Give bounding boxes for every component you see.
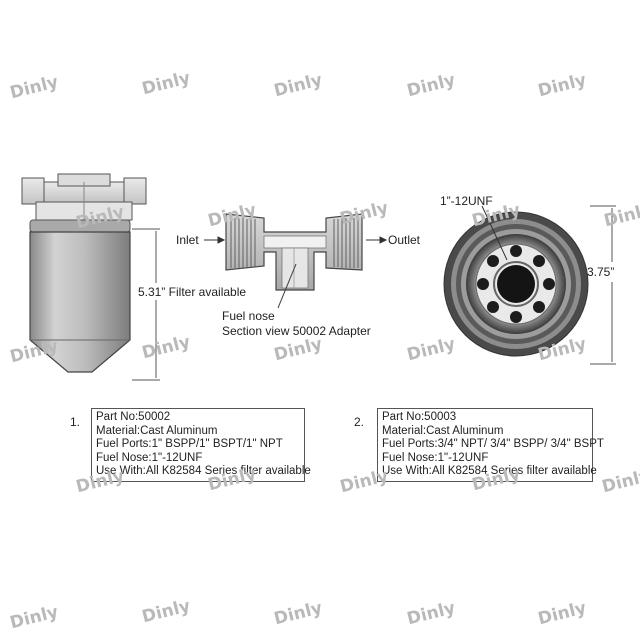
spec-use-with: Use With:All K82584 Series filter availa… xyxy=(382,465,597,478)
outlet-label: Outlet xyxy=(388,233,421,247)
fuel-nose-leader xyxy=(277,263,297,309)
diameter-label: 3.75” xyxy=(587,265,615,279)
spec-part-no: Part No:50003 xyxy=(382,411,457,423)
filter-canister xyxy=(29,219,131,373)
spec-part-no: Part No:50002 xyxy=(96,411,171,423)
spec-material: Material:Cast Aluminum xyxy=(382,424,504,437)
spec-fuel-ports: Fuel Ports:1" BSPP/1" BSPT/1" NPT xyxy=(96,438,283,451)
adapter-section-drawing xyxy=(225,213,363,291)
fuel-nose-label: Fuel nose xyxy=(222,309,275,323)
end-view-diameter-dimension xyxy=(590,205,616,365)
thread-label: 1”-12UNF xyxy=(440,194,493,208)
outlet-arrow xyxy=(366,236,388,244)
spec-material: Material:Cast Aluminum xyxy=(96,424,218,437)
spec-fuel-ports: Fuel Ports:3/4" NPT/ 3/4" BSPP/ 3/4" BSP… xyxy=(382,438,604,451)
spec-2-index: 2. xyxy=(354,415,365,429)
spec-1-index: 1. xyxy=(70,415,81,429)
filter-dimension-label: 5.31” Filter available xyxy=(138,285,247,299)
inlet-label: Inlet xyxy=(176,233,199,247)
thread-leader xyxy=(481,205,508,261)
filter-head xyxy=(21,173,147,221)
section-view-label: Section view 50002 Adapter xyxy=(222,324,371,338)
spec-box-50002: Part No:50002 Material:Cast Aluminum Fue… xyxy=(91,408,311,482)
filter-height-dimension xyxy=(132,228,160,381)
spec-use-with: Use With:All K82584 Series filter availa… xyxy=(96,465,311,478)
filter-end-view xyxy=(443,211,589,357)
inlet-arrow xyxy=(204,236,226,244)
spec-box-50003: Part No:50003 Material:Cast Aluminum Fue… xyxy=(377,408,604,482)
spec-fuel-nose: Fuel Nose:1"-12UNF xyxy=(382,451,489,464)
spec-fuel-nose: Fuel Nose:1"-12UNF xyxy=(96,451,203,464)
